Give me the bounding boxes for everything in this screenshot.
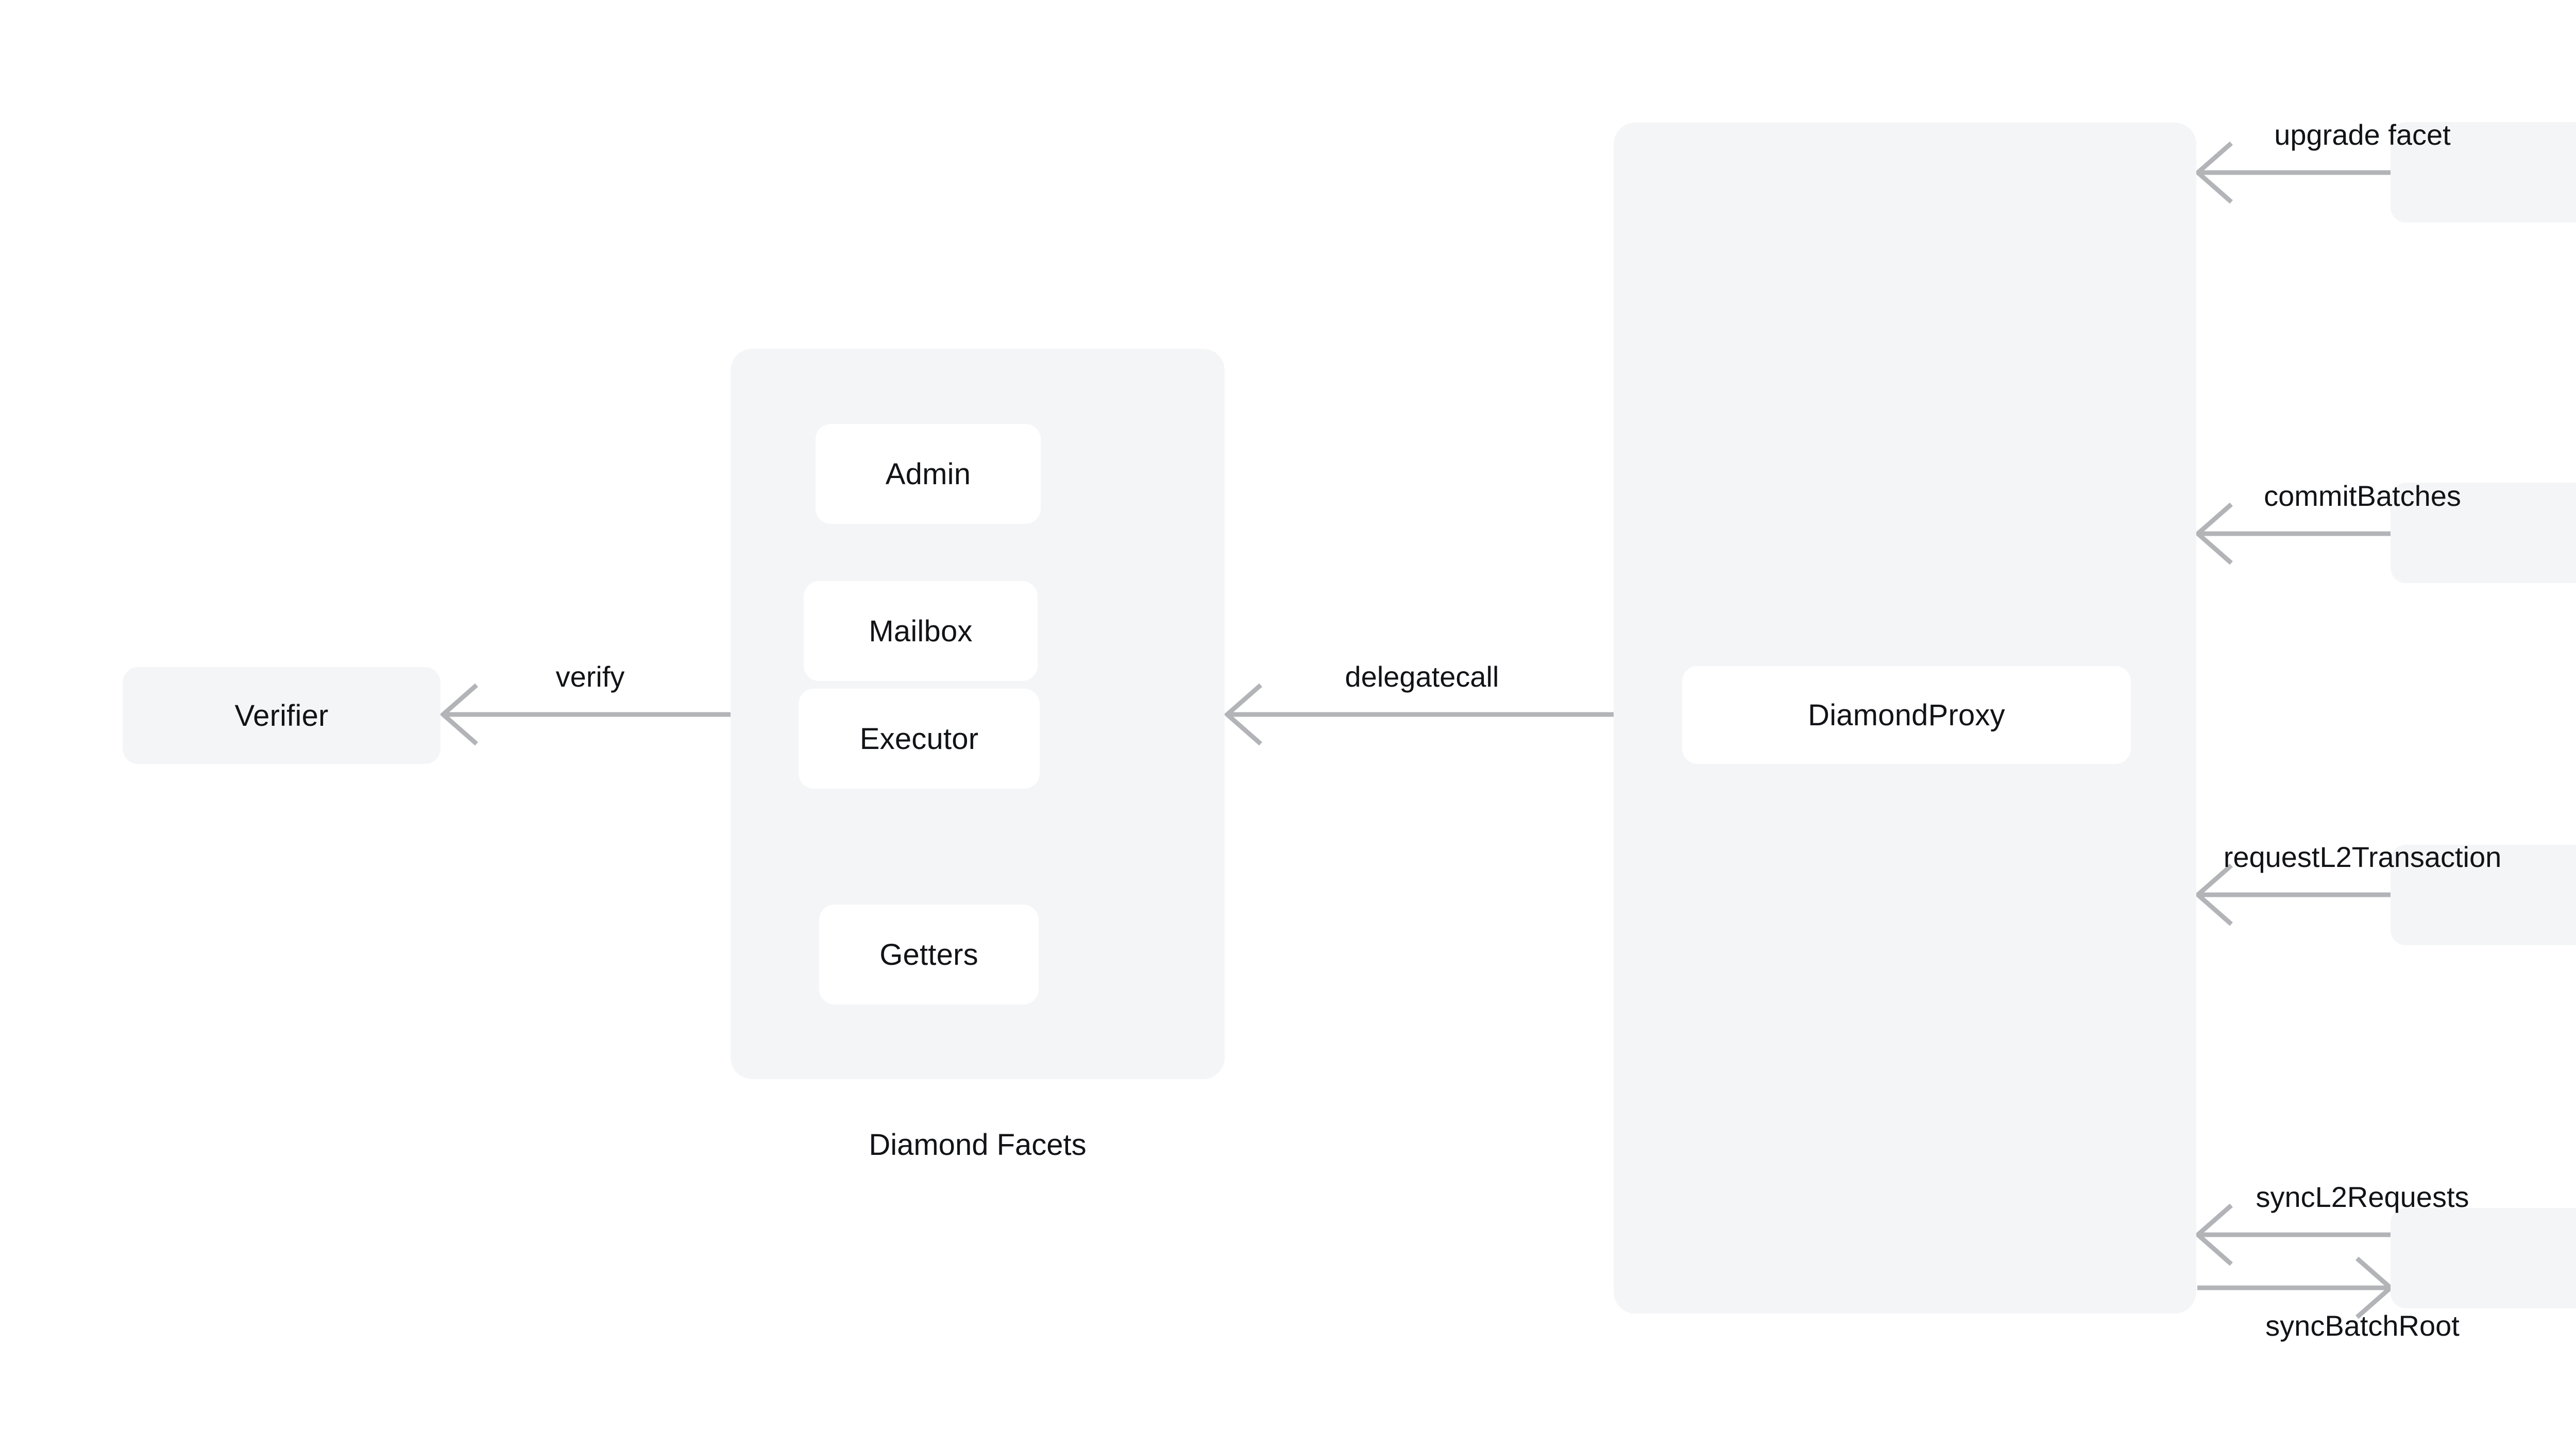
facet-getters[interactable]: Getters: [819, 905, 1039, 1004]
node-validator-timelock[interactable]: ValidatorTimelock: [2391, 483, 2576, 583]
diamond-facets-caption: Diamond Facets: [731, 1118, 1225, 1172]
edge-label-delegatecall: delegatecall: [1230, 654, 1614, 699]
edge-label-sync-batch-root: syncBatchRoot: [2198, 1303, 2527, 1348]
node-diamond-proxy[interactable]: DiamondProxy: [1682, 666, 2131, 764]
facet-executor[interactable]: Executor: [799, 689, 1040, 789]
edge-label-request-l2-transaction: requestL2Transaction: [2198, 834, 2527, 879]
facet-admin[interactable]: Admin: [816, 424, 1041, 524]
diamond-facets-caption-label: Diamond Facets: [869, 1128, 1087, 1162]
node-diamond-proxy-label: DiamondProxy: [1808, 698, 2005, 732]
node-linea-l2-gateway[interactable]: LineaL2Gateway: [2391, 1208, 2576, 1308]
facet-getters-label: Getters: [879, 938, 978, 972]
edge-label-sync-l2-requests: syncL2Requests: [2198, 1174, 2527, 1219]
edge-label-delegatecall-text: delegatecall: [1345, 660, 1499, 693]
facet-admin-label: Admin: [885, 457, 971, 491]
node-governance[interactable]: Governance: [2391, 122, 2576, 223]
edge-label-request-l2-transaction-text: requestL2Transaction: [2223, 840, 2502, 873]
node-verifier[interactable]: Verifier: [123, 667, 440, 764]
edge-label-upgrade-facet: upgrade facet: [2198, 112, 2527, 157]
edge-label-verify: verify: [446, 654, 734, 699]
facet-executor-label: Executor: [859, 722, 979, 756]
edge-label-upgrade-facet-text: upgrade facet: [2274, 118, 2451, 151]
edge-label-commit-batches: commitBatches: [2198, 473, 2527, 518]
node-l1-erc20-bridge[interactable]: L1ERC20Bridge: [2391, 845, 2576, 945]
node-verifier-label: Verifier: [234, 699, 329, 732]
edge-label-verify-text: verify: [555, 660, 625, 693]
edge-label-commit-batches-text: commitBatches: [2264, 479, 2461, 512]
edge-label-sync-batch-root-text: syncBatchRoot: [2265, 1309, 2460, 1342]
edge-label-sync-l2-requests-text: syncL2Requests: [2256, 1180, 2469, 1213]
facet-mailbox-label: Mailbox: [869, 614, 973, 648]
facet-mailbox[interactable]: Mailbox: [804, 581, 1038, 681]
